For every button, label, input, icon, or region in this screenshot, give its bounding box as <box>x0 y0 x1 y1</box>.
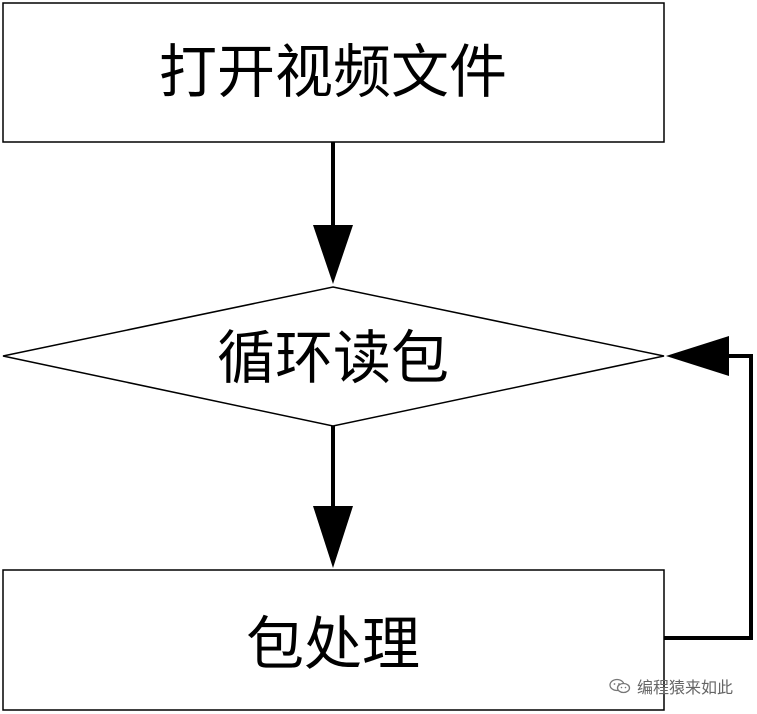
edge-process-to-loop-line <box>664 354 753 640</box>
edge-open-to-loop <box>313 142 353 284</box>
node-process-packet-label: 包处理 <box>246 610 420 678</box>
watermark: 编程猿来如此 <box>609 674 733 698</box>
edge-open-to-loop-arrowhead <box>313 225 353 284</box>
wechat-icon <box>609 678 631 694</box>
node-open-file: 打开视频文件 <box>2 2 665 143</box>
edge-process-to-loop-arrowhead <box>666 336 729 376</box>
node-process-packet-box <box>2 569 665 711</box>
node-open-file-label: 打开视频文件 <box>159 38 507 106</box>
node-read-loop-label: 循环读包 <box>217 324 449 392</box>
edge-process-to-loop <box>664 336 753 640</box>
node-open-file-box <box>2 2 665 143</box>
watermark-text: 编程猿来如此 <box>636 678 733 697</box>
node-process-packet: 包处理 <box>2 569 665 711</box>
node-read-loop: 循环读包 <box>2 286 665 427</box>
edge-loop-to-process-arrowhead <box>313 506 353 568</box>
edge-loop-to-process <box>313 426 353 568</box>
